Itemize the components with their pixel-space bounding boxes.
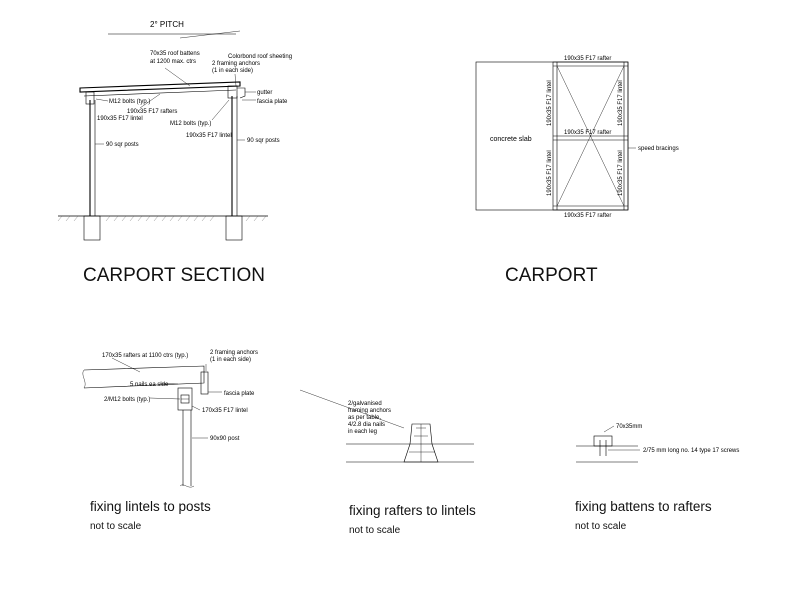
d1-caption: fixing lintels to posts xyxy=(90,499,211,514)
plan-rafter-top-label: 190x35 F17 rafter xyxy=(564,56,611,62)
d1-post-break xyxy=(179,484,195,488)
bracing-diagonal-2 xyxy=(556,65,625,207)
sheeting-label-3: (1 in each side) xyxy=(212,68,253,74)
ground-hatch xyxy=(57,215,267,222)
d1-note: not to scale xyxy=(90,521,142,532)
d1-leader-lintel xyxy=(191,405,201,411)
d2-callout-3: as per table, xyxy=(348,415,381,421)
d2-callout-1: 2/galvanised xyxy=(348,401,382,407)
battens-label-2: at 1200 max. ctrs xyxy=(150,59,196,65)
carport-section-drawing: 2° PITCH xyxy=(57,20,292,286)
d2-leader-arrow xyxy=(299,389,405,429)
plan-lintel-label-3: 190x35 F17 lintel xyxy=(547,150,553,196)
d1-fascia-label: fascia plate xyxy=(224,391,255,397)
rafter-line xyxy=(83,89,237,97)
d3-screws-label: 2/75 mm long no. 14 type 17 screws xyxy=(643,448,739,454)
posts-left-label: 90 sqr posts xyxy=(106,142,139,148)
plan-slab-label: concrete slab xyxy=(490,136,532,143)
posts-right-label: 90 sqr posts xyxy=(247,138,280,144)
d1-anchors-label-1: 2 framing anchors xyxy=(210,350,258,356)
d1-post-label: 90x90 post xyxy=(210,436,240,442)
d3-note: not to scale xyxy=(575,521,627,532)
sheeting-label-2: 2 framing anchors xyxy=(212,61,260,67)
gutter-label: gutter xyxy=(257,90,272,96)
roof-sheeting xyxy=(79,81,241,93)
battens-label-1: 70x35 roof battens xyxy=(150,51,200,57)
d1-leader-nails xyxy=(159,382,179,385)
bolts-right-label: M12 bolts (typ.) xyxy=(170,121,211,127)
leader-sheeting xyxy=(234,73,237,87)
pitch-label: 2° PITCH xyxy=(150,20,184,29)
carport-plan-title: CARPORT xyxy=(505,265,598,286)
plan-lintel-label-1: 190x35 F17 lintel xyxy=(547,80,553,126)
leader-battens xyxy=(164,67,191,87)
sheeting-label-1: Colorbond roof sheeting xyxy=(228,54,292,60)
bolts-left-label: M12 bolts (typ.) xyxy=(109,99,150,105)
pitch-slope-line xyxy=(179,30,241,39)
d3-caption: fixing battens to rafters xyxy=(575,499,712,514)
plan-rafter-bottom-label: 190x35 F17 rafter xyxy=(564,213,611,219)
leader-rafters xyxy=(139,93,161,109)
d2-note: not to scale xyxy=(349,525,401,536)
d3-batten xyxy=(593,435,613,447)
gutter xyxy=(237,87,246,99)
plan-lintel-label-2: 190x35 F17 lintel xyxy=(618,80,624,126)
plan-bracing-label: speed bracings xyxy=(638,146,679,152)
d2-callout-4: 4/2.8 dia nails xyxy=(348,422,385,428)
d1-leader-rafters xyxy=(111,357,141,373)
d1-rafter-break xyxy=(82,369,86,389)
d1-nails-label: 5 nails ea side xyxy=(130,382,169,388)
plan-lintel-label-4: 190x35 F17 lintel xyxy=(618,150,624,196)
leader-bolts-right xyxy=(211,99,230,121)
rafters-label: 190x35 F17 rafters xyxy=(127,109,177,115)
d1-leader-bolts xyxy=(149,397,181,400)
d1-anchors-label-2: (1 in each side) xyxy=(210,357,251,363)
carport-section-title: CARPORT SECTION xyxy=(83,265,265,286)
detail-lintels-to-posts: 170x35 rafters at 1100 ctrs (typ.) 2 fra… xyxy=(82,350,258,532)
d1-lintel-label: 170x35 F17 lintel xyxy=(202,408,248,414)
right-footing xyxy=(225,215,243,241)
d2-callout-2: framing anchors xyxy=(348,408,391,414)
leader-bolts-left xyxy=(95,98,109,102)
plan-rafter-mid-label: 190x35 F17 rafter xyxy=(564,130,611,136)
d2-callout-5: in each leg xyxy=(348,429,377,435)
detail-battens-to-rafters: 70x35mm 2/75 mm long no. 14 type 17 scre… xyxy=(575,424,739,532)
fascia-label: fascia plate xyxy=(257,99,288,105)
lintel-left-label: 190x35 F17 lintel xyxy=(97,116,143,122)
d2-caption: fixing rafters to lintels xyxy=(349,503,476,518)
carport-plan-drawing: 190x35 F17 rafter 190x35 F17 rafter 190x… xyxy=(475,56,679,286)
d3-batten-label: 70x35mm xyxy=(616,424,642,430)
d3-leader-batten xyxy=(603,425,615,433)
d2-framing-anchor xyxy=(403,423,439,463)
detail-rafters-to-lintels: 2/galvanised framing anchors as per tabl… xyxy=(299,389,476,536)
left-footing xyxy=(83,215,101,241)
d1-rafters-label: 170x35 rafters at 1100 ctrs (typ.) xyxy=(102,353,188,359)
lintel-right-label: 190x35 F17 lintel xyxy=(186,133,232,139)
d1-rafter xyxy=(83,365,205,389)
d1-fascia-plate xyxy=(200,371,209,395)
d1-bolts-label: 2/M12 bolts (typ.) xyxy=(104,397,150,403)
